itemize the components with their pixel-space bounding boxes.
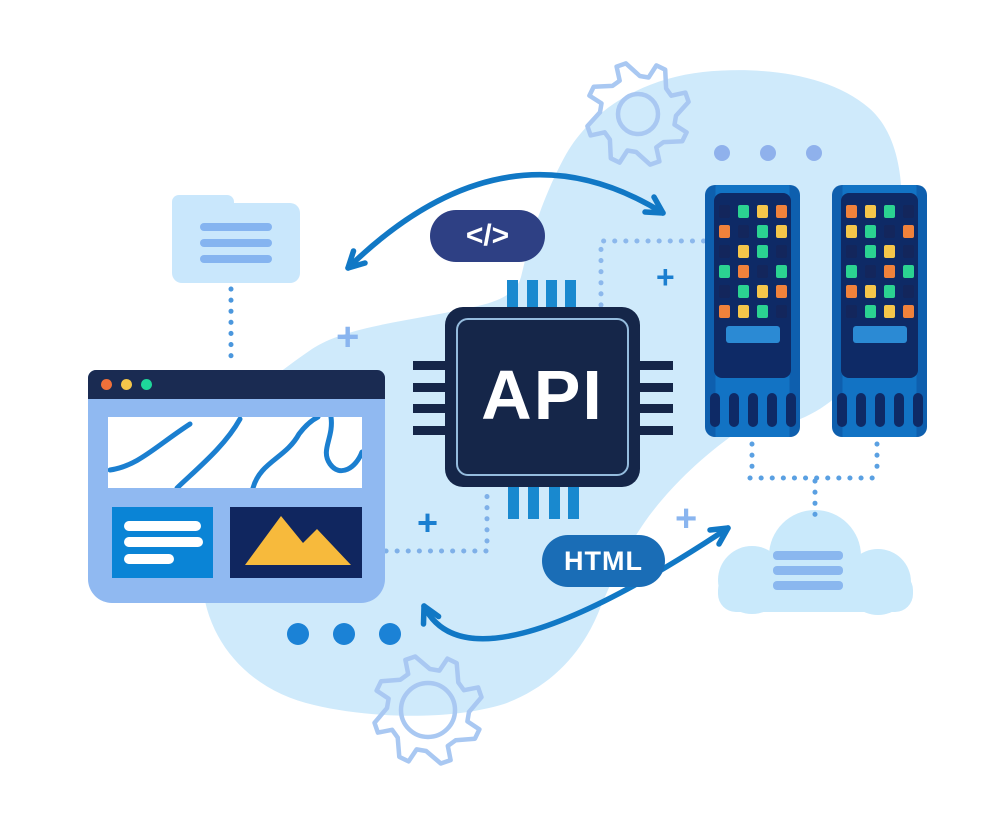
chip-pin [413,426,445,435]
chip-icon: API [445,307,640,487]
ellipsis-dot [379,623,401,645]
cloud-text-lines [773,551,843,590]
ellipsis-dot [806,145,822,161]
ellipsis-dot [333,623,355,645]
window-dot-green [141,379,152,390]
server-panel [714,193,791,378]
chip-pin [546,280,557,307]
chip-pin [528,487,539,519]
chip-pin [413,404,445,413]
image-card [230,507,362,578]
chip-pin [640,404,673,413]
map-icon [107,414,365,491]
folder-text-line [200,223,272,231]
gear-hole [398,680,458,740]
chip-pin [507,280,518,307]
cloud-icon [718,510,913,615]
plus-icon: + [336,315,360,359]
code-tag-icon: </> [430,210,545,262]
server-slot [852,326,907,343]
server-rack-icon [705,185,800,437]
gear-icon [585,61,691,167]
chip-pin [640,426,673,435]
ellipsis-dot [287,623,309,645]
text-card [112,507,213,578]
html-badge-label: HTML [564,545,643,576]
dotted-connector-browser-chip [383,487,490,554]
chip-pin [640,361,673,370]
code-tag-label: </> [465,219,510,252]
server-vents [832,393,927,427]
chip-pin [549,487,560,519]
chip-pin [527,280,538,307]
text-line [124,521,201,531]
server-panel [841,193,918,378]
chip-pin [413,383,445,392]
server-rack-icon [832,185,927,437]
server-led-grid [845,205,914,318]
folder-text-line [200,239,272,247]
html-badge: HTML [542,535,665,587]
ellipsis-dot [760,145,776,161]
text-line [124,537,203,547]
folder-text-line [200,255,272,263]
plus-icon: + [675,498,698,540]
browser-window-icon [88,370,385,603]
dotted-connector-chip-server [598,238,707,308]
chip-pin [640,383,673,392]
chip-pin [565,280,576,307]
server-vents [705,393,800,427]
map-roads [107,414,365,491]
chip-pin [413,361,445,370]
folder-icon [172,195,300,283]
gear-hole [615,91,661,137]
browser-titlebar [88,370,385,399]
gear-icon [372,654,484,766]
chip-pin [568,487,579,519]
chip-label: API [481,356,604,434]
server-slot [725,326,780,343]
chip-pin [508,487,519,519]
plus-icon: + [656,259,675,295]
text-line [124,554,174,564]
window-dot-yellow [121,379,132,390]
ellipsis-dot [714,145,730,161]
server-led-grid [718,205,787,318]
plus-icon: + [417,502,439,543]
dotted-connector-servers-cloud [747,441,882,519]
arrow-curved-icon [345,172,666,271]
window-dot-red [101,379,112,390]
image-mountain-icon [245,516,351,565]
